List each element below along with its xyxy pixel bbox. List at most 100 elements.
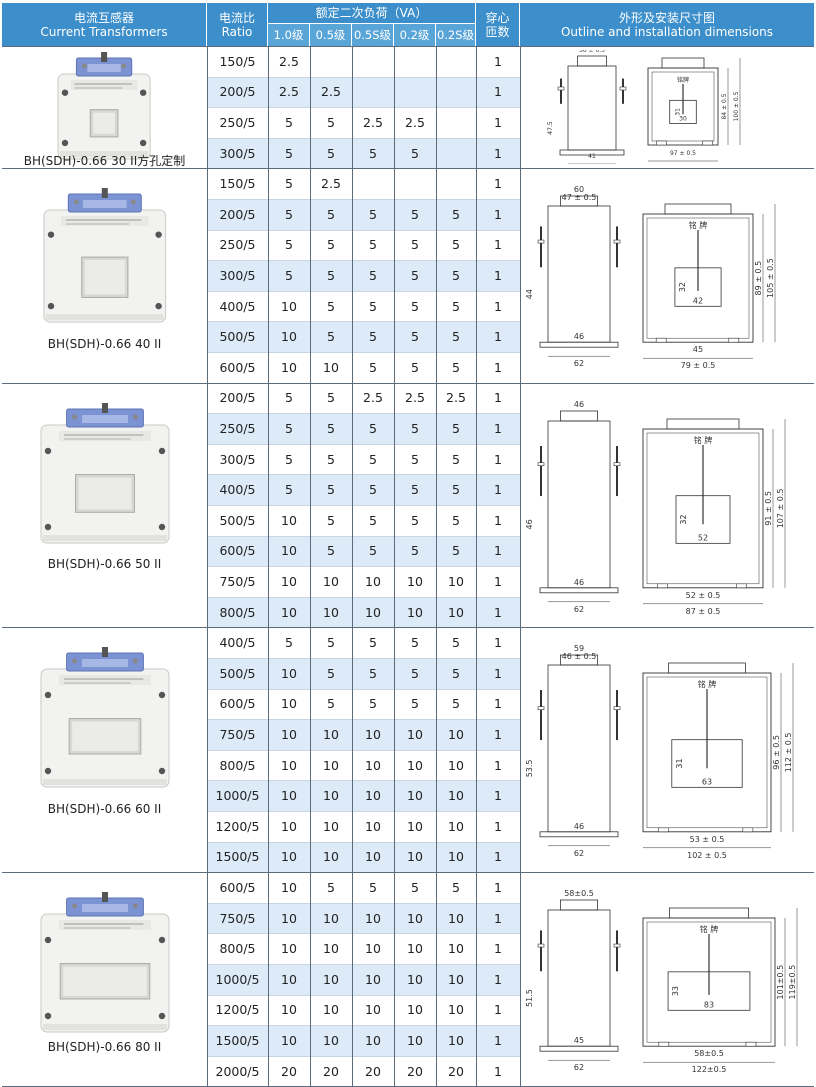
burden-cell: 10 bbox=[281, 604, 297, 620]
row-stripe bbox=[207, 1025, 520, 1056]
ratio-cell: 750/5 bbox=[219, 910, 256, 926]
burden-cell: 5 bbox=[285, 420, 293, 436]
header-class-label: 0.5级 bbox=[315, 28, 346, 42]
burden-cell: 5 bbox=[411, 665, 419, 681]
burden-cell: 5 bbox=[369, 543, 377, 559]
ratio-cell: 800/5 bbox=[219, 941, 256, 957]
dim-side-width-label: 62 bbox=[574, 360, 584, 369]
turns-cell: 1 bbox=[494, 941, 502, 957]
row-divider bbox=[207, 749, 520, 751]
dim-height2-label: 100 ± 0.5 bbox=[733, 91, 740, 121]
row-divider bbox=[207, 811, 520, 812]
bolt-nut bbox=[613, 706, 621, 711]
row-stripe bbox=[207, 474, 520, 505]
model-name: BH(SDH)-0.66 80 II bbox=[47, 1040, 162, 1055]
model-name: BH(SDH)-0.66 30 II方孔定制 bbox=[23, 154, 186, 169]
burden-cell: 10 bbox=[407, 604, 423, 620]
burden-cell: 10 bbox=[281, 971, 297, 987]
dim-window-height-label: 33 bbox=[671, 986, 680, 996]
burden-cell: 10 bbox=[323, 726, 339, 742]
burden-cell: 5 bbox=[411, 206, 419, 222]
turns-cell: 1 bbox=[494, 696, 502, 712]
burden-cell: 5 bbox=[327, 329, 335, 345]
burden-cell: 5 bbox=[411, 543, 419, 559]
burden-cell: 2.5 bbox=[279, 53, 299, 69]
header-outline-en: Outline and installation dimensions bbox=[560, 24, 774, 39]
group-divider bbox=[2, 382, 814, 384]
ratio-cell: 1200/5 bbox=[215, 818, 260, 834]
burden-cell: 10 bbox=[323, 757, 339, 773]
burden-cell: 5 bbox=[327, 390, 335, 406]
bolt-nut bbox=[537, 943, 545, 948]
burden-cell: 5 bbox=[285, 635, 293, 651]
burden-cell: 20 bbox=[407, 1063, 423, 1079]
header-outline-cn: 外形及安装尺寸图 bbox=[618, 10, 715, 25]
burden-cell: 10 bbox=[448, 573, 464, 589]
burden-cell: 2.5 bbox=[405, 114, 425, 130]
burden-cell: 10 bbox=[281, 849, 297, 865]
burden-cell: 5 bbox=[285, 145, 293, 161]
burden-cell: 10 bbox=[448, 941, 464, 957]
dim-height1-label: 96 ± 0.5 bbox=[772, 735, 781, 770]
burden-cell: 5 bbox=[452, 237, 460, 253]
ratio-cell: 600/5 bbox=[219, 543, 256, 559]
ratio-cell: 300/5 bbox=[219, 267, 256, 283]
row-stripe bbox=[207, 321, 520, 352]
dim-top-label: 60 bbox=[574, 185, 584, 194]
turns-cell: 1 bbox=[494, 482, 502, 498]
burden-cell: 10 bbox=[407, 757, 423, 773]
burden-cell: 5 bbox=[411, 145, 419, 161]
dim-window-height-label: 32 bbox=[679, 514, 688, 524]
row-stripe bbox=[207, 902, 520, 934]
side-base bbox=[539, 1045, 619, 1052]
burden-cell: 5 bbox=[452, 206, 460, 222]
dim-mount-label: 45 bbox=[693, 346, 703, 355]
row-divider bbox=[207, 321, 520, 323]
burden-cell: 10 bbox=[323, 849, 339, 865]
burden-cell bbox=[352, 77, 394, 108]
burden-cell bbox=[352, 46, 394, 77]
burden-cell: 10 bbox=[365, 1002, 381, 1018]
ratio-cell: 1500/5 bbox=[215, 1032, 260, 1048]
mount-foot bbox=[742, 827, 754, 833]
mount-foot bbox=[658, 1042, 670, 1047]
ratio-cell: 1200/5 bbox=[215, 1002, 260, 1018]
turns-cell: 1 bbox=[494, 329, 502, 345]
dim-window-width-label: 42 bbox=[693, 297, 703, 306]
burden-cell bbox=[436, 77, 476, 108]
dim-mount-label: 58±0.5 bbox=[694, 1049, 724, 1058]
ratio-cell: 250/5 bbox=[219, 237, 256, 253]
row-divider bbox=[207, 199, 520, 200]
ratio-cell: 200/5 bbox=[219, 390, 256, 406]
row-divider bbox=[207, 780, 520, 782]
burden-cell: 10 bbox=[365, 604, 381, 620]
column-divider bbox=[207, 46, 208, 1087]
row-stripe bbox=[207, 137, 520, 169]
turns-cell: 1 bbox=[494, 145, 502, 161]
burden-cell: 10 bbox=[281, 298, 297, 314]
model-name: BH(SDH)-0.66 60 II bbox=[47, 802, 162, 817]
header-class-0: 1.0级 bbox=[268, 24, 309, 46]
dim-mount-label: 53 ± 0.5 bbox=[690, 835, 725, 844]
turns-cell: 1 bbox=[494, 1032, 502, 1048]
front-inner bbox=[646, 921, 772, 1043]
burden-cell: 10 bbox=[407, 971, 423, 987]
side-top-cap bbox=[560, 410, 599, 421]
header-class-label: 1.0级 bbox=[273, 28, 304, 42]
column-divider bbox=[352, 46, 353, 1087]
turns-cell: 1 bbox=[494, 53, 502, 69]
row-divider bbox=[207, 658, 520, 659]
burden-cell: 10 bbox=[448, 1002, 464, 1018]
burden-cell: 10 bbox=[407, 910, 423, 926]
dim-side-base-label: 45 bbox=[574, 1036, 584, 1045]
turns-cell: 1 bbox=[494, 1002, 502, 1018]
burden-cell: 5 bbox=[452, 329, 460, 345]
burden-cell: 10 bbox=[281, 879, 297, 895]
burden-cell: 5 bbox=[285, 482, 293, 498]
ct-product-photo bbox=[43, 188, 166, 323]
ratio-cell: 300/5 bbox=[219, 145, 256, 161]
burden-cell bbox=[436, 168, 476, 199]
